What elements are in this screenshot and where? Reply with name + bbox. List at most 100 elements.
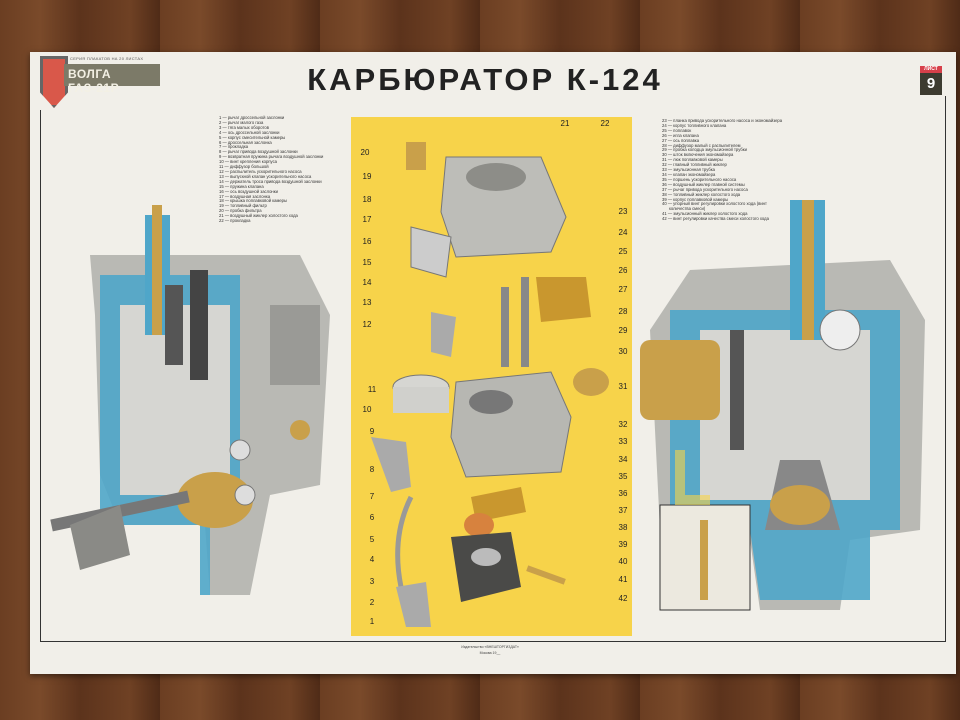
- exploded-view-drawing: [371, 142, 609, 627]
- callout-number: 41: [618, 575, 628, 584]
- callout-number: 35: [618, 472, 628, 481]
- sheet-badge: ЛИСТ 9: [920, 66, 942, 95]
- callout-number: 4: [369, 555, 375, 564]
- legend-item: 36 — воздушный жиклер главной системы: [662, 181, 745, 187]
- legend-item: 30 — шток включения экономайзера: [662, 152, 734, 158]
- frame-line: [40, 110, 41, 642]
- legend-item: 9 — возвратная пружина рычага воздушной …: [219, 154, 324, 160]
- callout-number: 37: [618, 506, 628, 515]
- legend-item: 16 — ось воздушной заслонки: [219, 188, 278, 194]
- callout-number: 8: [369, 465, 375, 474]
- publisher: Издательство «ВНЕШТОРГИЗДАТ»: [461, 645, 519, 649]
- callout-number: 13: [362, 298, 372, 307]
- city-year: Москва 19__: [479, 651, 501, 655]
- callout-number: 10: [362, 405, 372, 414]
- callout-number: 5: [369, 535, 375, 544]
- legend-item: 40 — упорный винт регулировки холостого …: [662, 201, 767, 212]
- series-text: СЕРИЯ ПЛАКАТОВ НА 20 ЛИСТАХ: [70, 56, 144, 61]
- legend-item: 12 — распылитель ускорительного насоса: [219, 168, 302, 174]
- legend-item: 34 — клапан экономайзера: [662, 171, 716, 177]
- callout-number: 6: [369, 513, 375, 522]
- page-title: КАРБЮРАТОР К-124: [307, 62, 663, 97]
- callout-number: 7: [369, 492, 375, 501]
- legend-item: 13 — выпускной клапан ускорительного нас…: [219, 173, 312, 179]
- legend-item: 37 — рычаг привода ускорительного насоса: [662, 186, 748, 192]
- callout-number: 36: [618, 489, 628, 498]
- legend-item: 39 — корпус поплавковой камеры: [662, 196, 729, 202]
- legend-item: 23 — планка привода ускорительного насос…: [662, 118, 783, 123]
- callout-number: 14: [362, 278, 372, 287]
- callout-number: 42: [618, 594, 628, 603]
- legend-item: 35 — поршень ускорительного насоса: [662, 176, 737, 182]
- callout-number: 38: [618, 523, 628, 532]
- legend-item: 17 — воздушная заслонка: [219, 193, 271, 199]
- callout-number: 25: [618, 247, 628, 256]
- legend-item: 10 — винт крепления корпуса: [219, 159, 278, 165]
- legend-item: 2 — рычаг малого газа: [219, 119, 264, 125]
- legend-item: 7 — прокладка: [219, 144, 249, 150]
- callout-number: 15: [362, 258, 372, 267]
- callout-number: 17: [362, 215, 372, 224]
- legend-item: 11 — диффузор большой: [219, 164, 269, 170]
- logo-text: ВОЛГА ГАЗ-21Р: [64, 64, 160, 95]
- legend-item: 27 — ось поплавка: [662, 137, 700, 143]
- callout-number: 28: [618, 307, 628, 316]
- legend-item: 4 — ось дроссельной заслонки: [219, 129, 280, 135]
- legend-item: 24 — корпус топливного клапана: [662, 122, 727, 128]
- callout-number: 39: [618, 540, 628, 549]
- callout-number: 33: [618, 437, 628, 446]
- callout-number: 3: [369, 577, 375, 586]
- callout-number: 12: [362, 320, 372, 329]
- callout-number: 40: [618, 557, 628, 566]
- legend-item: 14 — держатель троса привода воздушной з…: [219, 178, 322, 184]
- callout-number: 31: [618, 382, 628, 391]
- frame-line: [40, 641, 946, 642]
- sheet-label: ЛИСТ: [920, 66, 942, 73]
- legend-item: 28 — диффузор малый с распылителем: [662, 142, 741, 148]
- callout-number: 29: [618, 326, 628, 335]
- legend-item: 6 — дроссельная заслонка: [219, 139, 272, 145]
- callout-number: 2: [369, 598, 375, 607]
- legend-item: 29 — пробка колодца эмульсионной трубки: [662, 147, 747, 153]
- legend-item: 1 — рычаг дроссельной заслонки: [219, 115, 285, 120]
- callout-number: 30: [618, 347, 628, 356]
- legend-item: 22 — прокладка: [219, 218, 251, 224]
- legend-item: 5 — корпус смесительной камеры: [219, 134, 286, 140]
- legend-item: 25 — поплавок: [662, 127, 692, 133]
- callout-number: 9: [369, 427, 375, 436]
- callout-number: 19: [362, 172, 372, 181]
- legend-item: 21 — воздушный жиклер холостого хода: [219, 213, 298, 219]
- callout-number: 11: [367, 385, 377, 394]
- callout-number: 26: [618, 266, 628, 275]
- callout-number: 1: [369, 617, 375, 626]
- frame-line: [945, 96, 946, 642]
- legend-item: 38 — топливный жиклер холостого хода: [662, 191, 741, 197]
- legend-item: 3 — тяга малых оборотов: [219, 124, 269, 130]
- callout-number: 23: [618, 207, 628, 216]
- legend-item: 26 — игла клапана: [662, 132, 699, 138]
- callout-number: 16: [362, 237, 372, 246]
- right-cutaway-drawing: [640, 200, 925, 611]
- legend-item: 8 — рычаг привода воздушной заслонки: [219, 149, 298, 155]
- callout-number: 27: [618, 285, 628, 294]
- callout-number: 21: [560, 119, 570, 128]
- publisher-imprint: Издательство «ВНЕШТОРГИЗДАТ» Москва 19__: [440, 644, 540, 656]
- legend-right: 23 — планка привода ускорительного насос…: [662, 118, 784, 222]
- legend-item: 19 — топливный фильтр: [219, 203, 267, 209]
- legend-item: 20 — пробка фильтра: [219, 208, 262, 214]
- legend-item: 15 — пружина клапана: [219, 183, 264, 189]
- legend-item: 18 — крышка поплавковой камеры: [219, 198, 287, 204]
- callout-number: 22: [600, 119, 610, 128]
- legend-item: 42 — винт регулировки качества смеси хол…: [662, 216, 769, 222]
- left-cutaway-drawing: [50, 205, 330, 595]
- callout-number: 34: [618, 455, 628, 464]
- legend-item: 33 — эмульсионная трубка: [662, 167, 716, 173]
- legend-item: 41 — эмульсионный жиклер холостого хода: [662, 211, 748, 217]
- callout-number: 32: [618, 420, 628, 429]
- legend-item: 32 — главный топливный жиклер: [662, 162, 727, 168]
- sheet-number: 9: [920, 73, 942, 95]
- callout-number: 24: [618, 228, 628, 237]
- callout-number: 20: [360, 148, 370, 157]
- callout-number: 18: [362, 195, 372, 204]
